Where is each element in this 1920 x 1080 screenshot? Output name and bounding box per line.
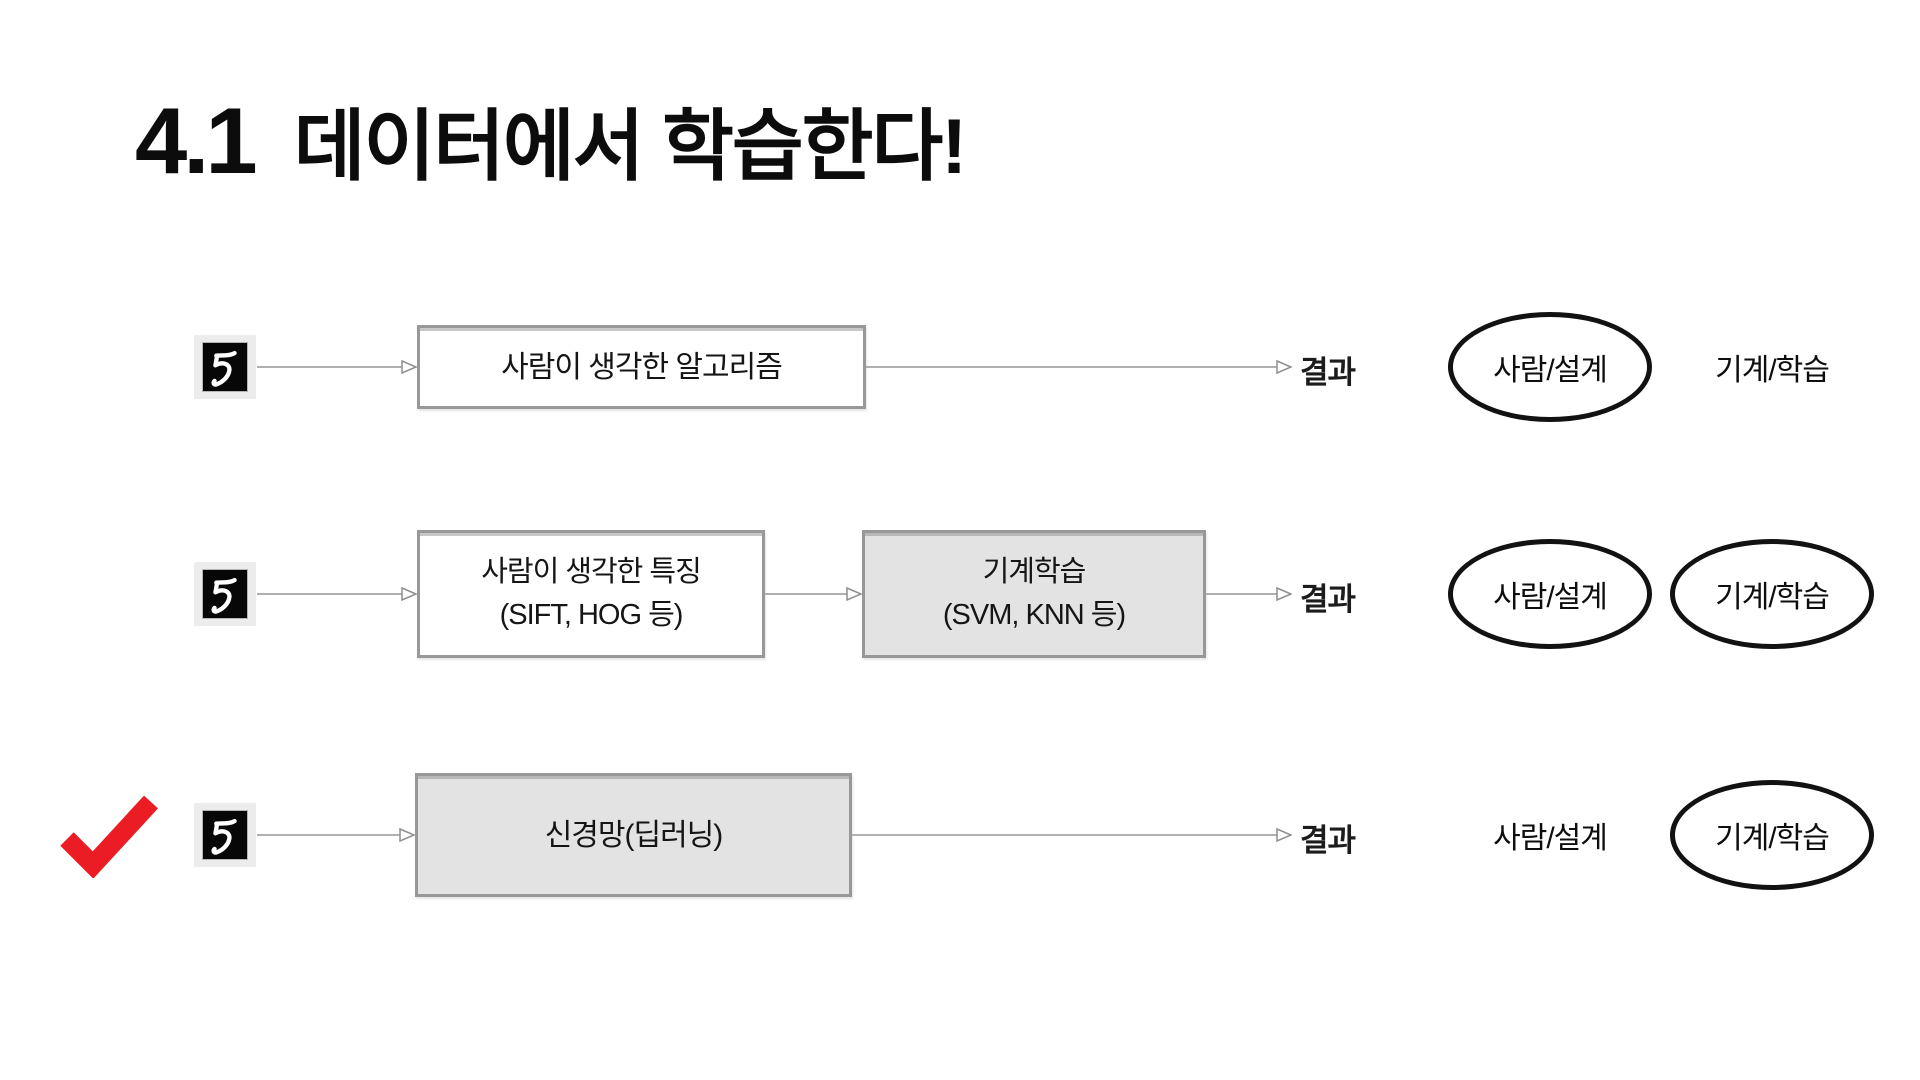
digit-image	[202, 342, 248, 392]
arrow-right-icon	[257, 827, 415, 843]
arrow-right-icon	[1206, 586, 1292, 602]
digit-image	[202, 569, 248, 619]
mnist-digit-5-icon	[194, 803, 256, 867]
section-title: 데이터에서 학습한다!	[293, 102, 967, 190]
arrow-right-icon	[257, 359, 417, 375]
result-label: 결과	[1300, 355, 1356, 390]
box-label-line2: (SVM, KNN 등)	[942, 599, 1126, 631]
label-human-design-circled: 사람/설계	[1448, 312, 1652, 422]
mnist-digit-5-icon	[194, 335, 256, 399]
box-label: 신경망(딥러닝)	[544, 818, 724, 852]
digit-image	[202, 810, 248, 860]
label-machine-learning-plain: 기계/학습	[1670, 312, 1874, 422]
label-text: 기계/학습	[1715, 822, 1830, 855]
label-human-design-plain: 사람/설계	[1448, 780, 1652, 890]
result-label: 결과	[1300, 582, 1356, 617]
label-text: 사람/설계	[1493, 354, 1608, 387]
box-machine-learning: 기계학습 (SVM, KNN 등)	[862, 530, 1206, 658]
label-human-design-circled: 사람/설계	[1448, 539, 1652, 649]
label-text: 기계/학습	[1715, 354, 1830, 387]
arrow-right-icon	[765, 586, 862, 602]
box-label-line1: 기계학습	[982, 556, 1087, 588]
box-label-line2: (SIFT, HOG 등)	[499, 599, 684, 631]
box-human-features: 사람이 생각한 특징 (SIFT, HOG 등)	[417, 530, 765, 658]
label-machine-learning-circled: 기계/학습	[1670, 780, 1874, 890]
box-label: 사람이 생각한 알고리즘	[501, 350, 783, 384]
box-human-algorithm: 사람이 생각한 알고리즘	[417, 325, 866, 409]
label-text: 사람/설계	[1493, 822, 1608, 855]
label-text: 기계/학습	[1715, 581, 1830, 614]
box-label-line1: 사람이 생각한 특징	[481, 556, 702, 588]
label-machine-learning-circled: 기계/학습	[1670, 539, 1874, 649]
result-label: 결과	[1300, 823, 1356, 858]
arrow-right-icon	[852, 827, 1292, 843]
box-neural-network: 신경망(딥러닝)	[415, 773, 852, 897]
red-checkmark-icon	[56, 794, 162, 879]
label-text: 사람/설계	[1493, 581, 1608, 614]
section-number: 4.1	[135, 88, 258, 193]
arrow-right-icon	[866, 359, 1292, 375]
page-title: 4.1 데이터에서 학습한다!	[135, 84, 967, 196]
arrow-right-icon	[257, 586, 417, 602]
mnist-digit-5-icon	[194, 562, 256, 626]
